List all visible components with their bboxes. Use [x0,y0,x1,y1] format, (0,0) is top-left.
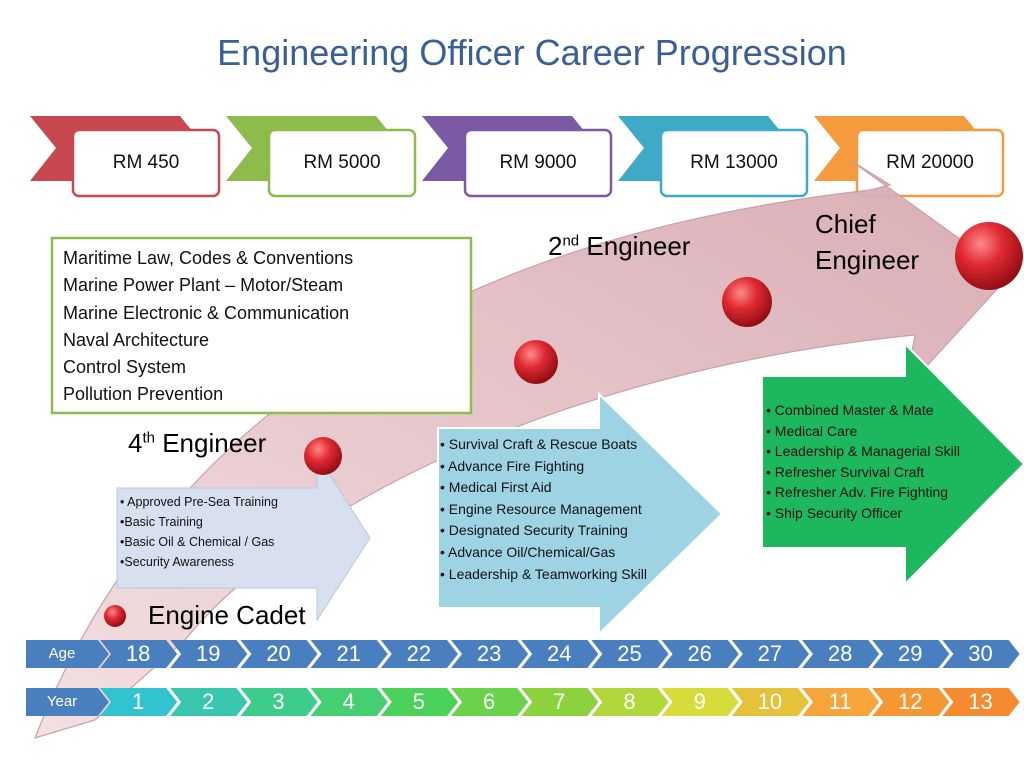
core-skills-list: Maritime Law, Codes & Conventions Marine… [63,245,353,409]
skill-item: Marine Power Plant – Motor/Steam [63,275,344,296]
timeline-chevron [451,688,529,716]
training-item: • Refresher Adv. Fire Fighting [766,484,949,500]
timeline-chevron [170,688,248,716]
timeline-chevron [170,640,248,668]
training-item: • Survival Craft & Rescue Boats [440,436,638,452]
salary-box [855,128,1005,198]
salary-box [71,128,221,198]
salary-ribbons [30,116,1005,198]
training-item: • Combined Master & Mate [766,402,934,418]
training-item: • Leadership & Teamworking Skill [440,565,647,582]
training-item: • Designated Security Training [440,522,628,539]
timeline-chevron [240,688,318,716]
rank-second-engineer: 2nd Engineer [548,231,691,261]
year-timeline [26,688,1020,716]
second-engineer-training-arrow [437,391,724,637]
milestone-cadet-ball [104,605,126,627]
timeline-chevron [310,688,388,716]
milestone-third-engineer-ball [514,340,558,384]
salary-box [463,128,613,198]
skill-item: Maritime Law, Codes & Conventions [63,248,354,268]
timeline-chevron [802,688,880,716]
timeline-chevron [380,640,458,668]
cadet-training-list: • Approved Pre-Sea Training •Basic Train… [120,492,278,572]
salary-box [267,128,417,198]
training-item: •Security Awareness [120,555,234,569]
timeline-chevron [100,640,178,668]
training-item: • Medical First Aid [440,479,552,496]
training-item: • Approved Pre-Sea Training [120,495,278,509]
timeline-chevron [100,688,178,716]
training-item: • Refresher Survival Craft [766,463,925,480]
page-title: Engineering Officer Career Progression [217,32,847,73]
timeline-chevron [521,688,599,716]
timeline-chevron [872,688,950,716]
timeline-chevron [310,640,388,668]
training-item: • Leadership & Managerial Skill [766,443,961,459]
timeline-chevron [451,640,529,668]
timeline-chevron [661,640,739,668]
timeline-chevron [731,688,809,716]
timeline-chevron [872,640,950,668]
rank-fourth-engineer: 4th Engineer [128,428,267,458]
skill-item: Pollution Prevention [63,384,224,405]
training-item: • Advance Oil/Chemical/Gas [440,543,616,560]
training-item: •Basic Training [120,515,203,529]
timeline-chevron [591,640,669,668]
rank-engine-cadet: Engine Cadet [148,600,306,630]
timeline-chevron [731,640,809,668]
timeline-chevron [802,640,880,668]
timeline-chevron [521,640,599,668]
training-item: • Ship Security Officer [766,504,903,521]
training-item: • Engine Resource Management [440,500,642,517]
skill-item: Control System [63,357,187,378]
skill-item: Naval Architecture [63,329,210,350]
second-engineer-training-list: • Survival Craft & Rescue Boats • Advanc… [440,434,680,585]
timeline-header-chevron [26,640,109,668]
skill-item: Marine Electronic & Communication [63,302,350,323]
core-skills-box [50,236,473,415]
timeline-chevron [942,688,1020,716]
timeline-chevron [942,640,1020,668]
age-timeline [26,640,1020,668]
training-item: •Basic Oil & Chemical / Gas [120,535,275,549]
training-item: • Advance Fire Fighting [440,457,585,474]
timeline-header-chevron [26,688,109,716]
milestone-second-engineer-ball [722,277,772,327]
milestone-fourth-engineer-ball [304,437,342,475]
cadet-training-arrow [116,453,371,622]
timeline-chevron [661,688,739,716]
chief-engineer-training-arrow [761,341,1024,587]
timeline-chevron [380,688,458,716]
milestone-chief-engineer-ball [955,222,1023,290]
timeline-chevron [591,688,669,716]
chief-engineer-training-list: • Combined Master & Mate • Medical Care … [766,400,966,523]
training-item: • Medical Care [766,422,858,439]
timeline-chevron [240,640,318,668]
salary-box [659,128,809,198]
